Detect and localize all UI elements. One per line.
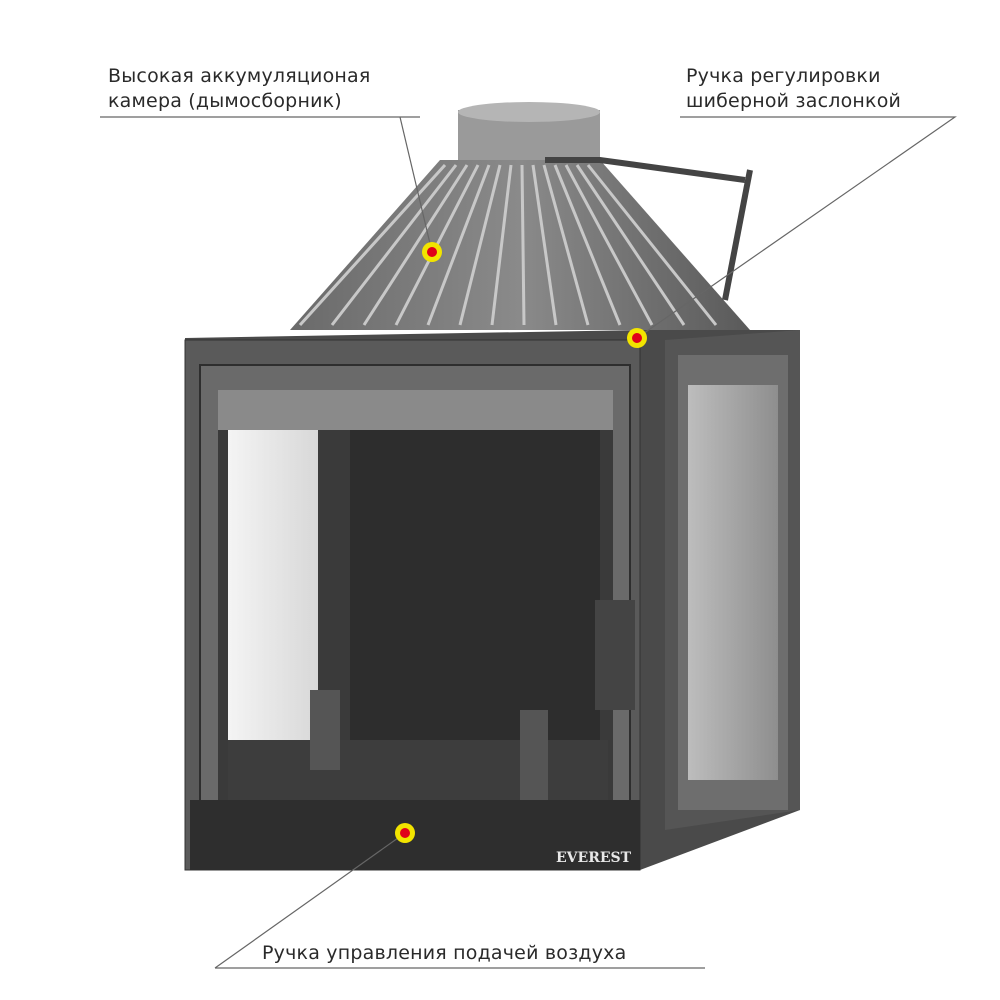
annotation-line: камера (дымосборник) — [108, 90, 342, 112]
hood-rib — [330, 164, 458, 326]
smoke-chamber — [290, 160, 750, 330]
annotation-smoke-chamber: Высокая аккумуляционая камера (дымосборн… — [108, 64, 371, 114]
hood-rib — [542, 164, 590, 326]
hood-rib — [564, 164, 654, 326]
brand-logo: EVEREST — [556, 850, 632, 866]
annotation-air-control: Ручка управления подачей воздуха — [262, 941, 626, 966]
annotation-line: Ручка регулировки — [686, 65, 881, 87]
fireplace-body — [184, 330, 800, 871]
hood-rib — [575, 164, 686, 326]
hood-rib — [553, 164, 622, 326]
annotation-damper-handle: Ручка регулировки шиберной заслонкой — [686, 64, 901, 114]
marker-air-control — [395, 823, 415, 843]
hood-rib — [458, 164, 502, 326]
annotation-line: шиберной заслонкой — [686, 90, 902, 112]
marker-smoke-chamber — [422, 242, 442, 262]
hood-rib — [362, 164, 469, 326]
hood-rib — [426, 164, 491, 326]
hood-rib — [298, 163, 447, 327]
annotation-line: Высокая аккумуляционая — [108, 65, 371, 87]
leader-lines — [100, 116, 957, 969]
hood-rib — [520, 164, 526, 326]
damper-handle — [545, 157, 753, 301]
hood-rib — [531, 164, 558, 326]
hood-rib — [490, 164, 513, 326]
marker-damper-handle — [627, 328, 647, 348]
annotation-line: Ручка управления подачей воздуха — [262, 942, 627, 964]
